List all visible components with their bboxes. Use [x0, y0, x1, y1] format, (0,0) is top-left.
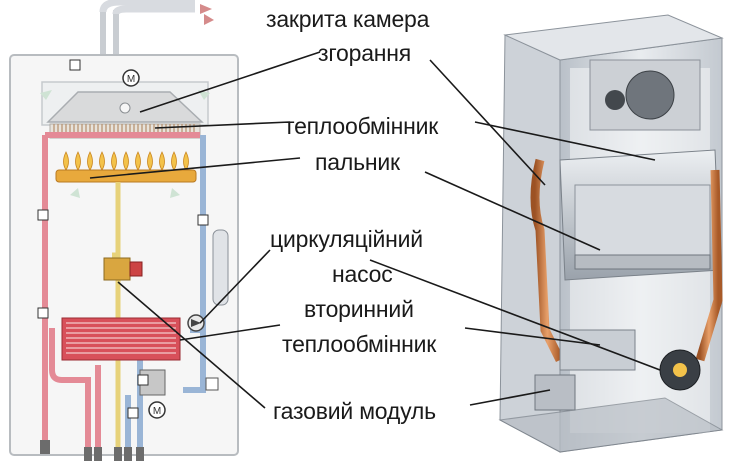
svg-text:M: M [127, 74, 135, 85]
burner-flames [63, 151, 189, 171]
boiler-cutaway [498, 14, 724, 453]
label-closed-combustion-chamber-line2: згорання [318, 40, 412, 66]
secondary-exchanger [61, 317, 181, 361]
schematic: M M [9, 0, 239, 461]
pointer-lines [89, 51, 661, 409]
gas-valve [103, 257, 131, 281]
label-gas-module: газовий модуль [273, 398, 436, 424]
flow-arrow-icon [200, 4, 214, 25]
expansion-vessel [212, 229, 229, 306]
svg-text:M: M [153, 406, 161, 417]
pump-motor-icon [187, 314, 205, 332]
label-closed-combustion-chamber-line1: закрита камера [266, 6, 430, 32]
label-secondary-heat-exchanger-line1: вторинний [304, 296, 414, 322]
label-secondary-heat-exchanger-line2: теплообмінник [282, 331, 437, 357]
label-circulation-pump-line2: насос [332, 261, 393, 287]
label-heat-exchanger: теплообмінник [284, 113, 439, 139]
burner-bar [55, 169, 197, 183]
label-burner: пальник [315, 149, 400, 175]
label-circulation-pump-line1: циркуляційний [270, 226, 423, 252]
fan-motor-icon: M [122, 69, 140, 87]
gas-valve-motor-icon: M [148, 401, 166, 419]
